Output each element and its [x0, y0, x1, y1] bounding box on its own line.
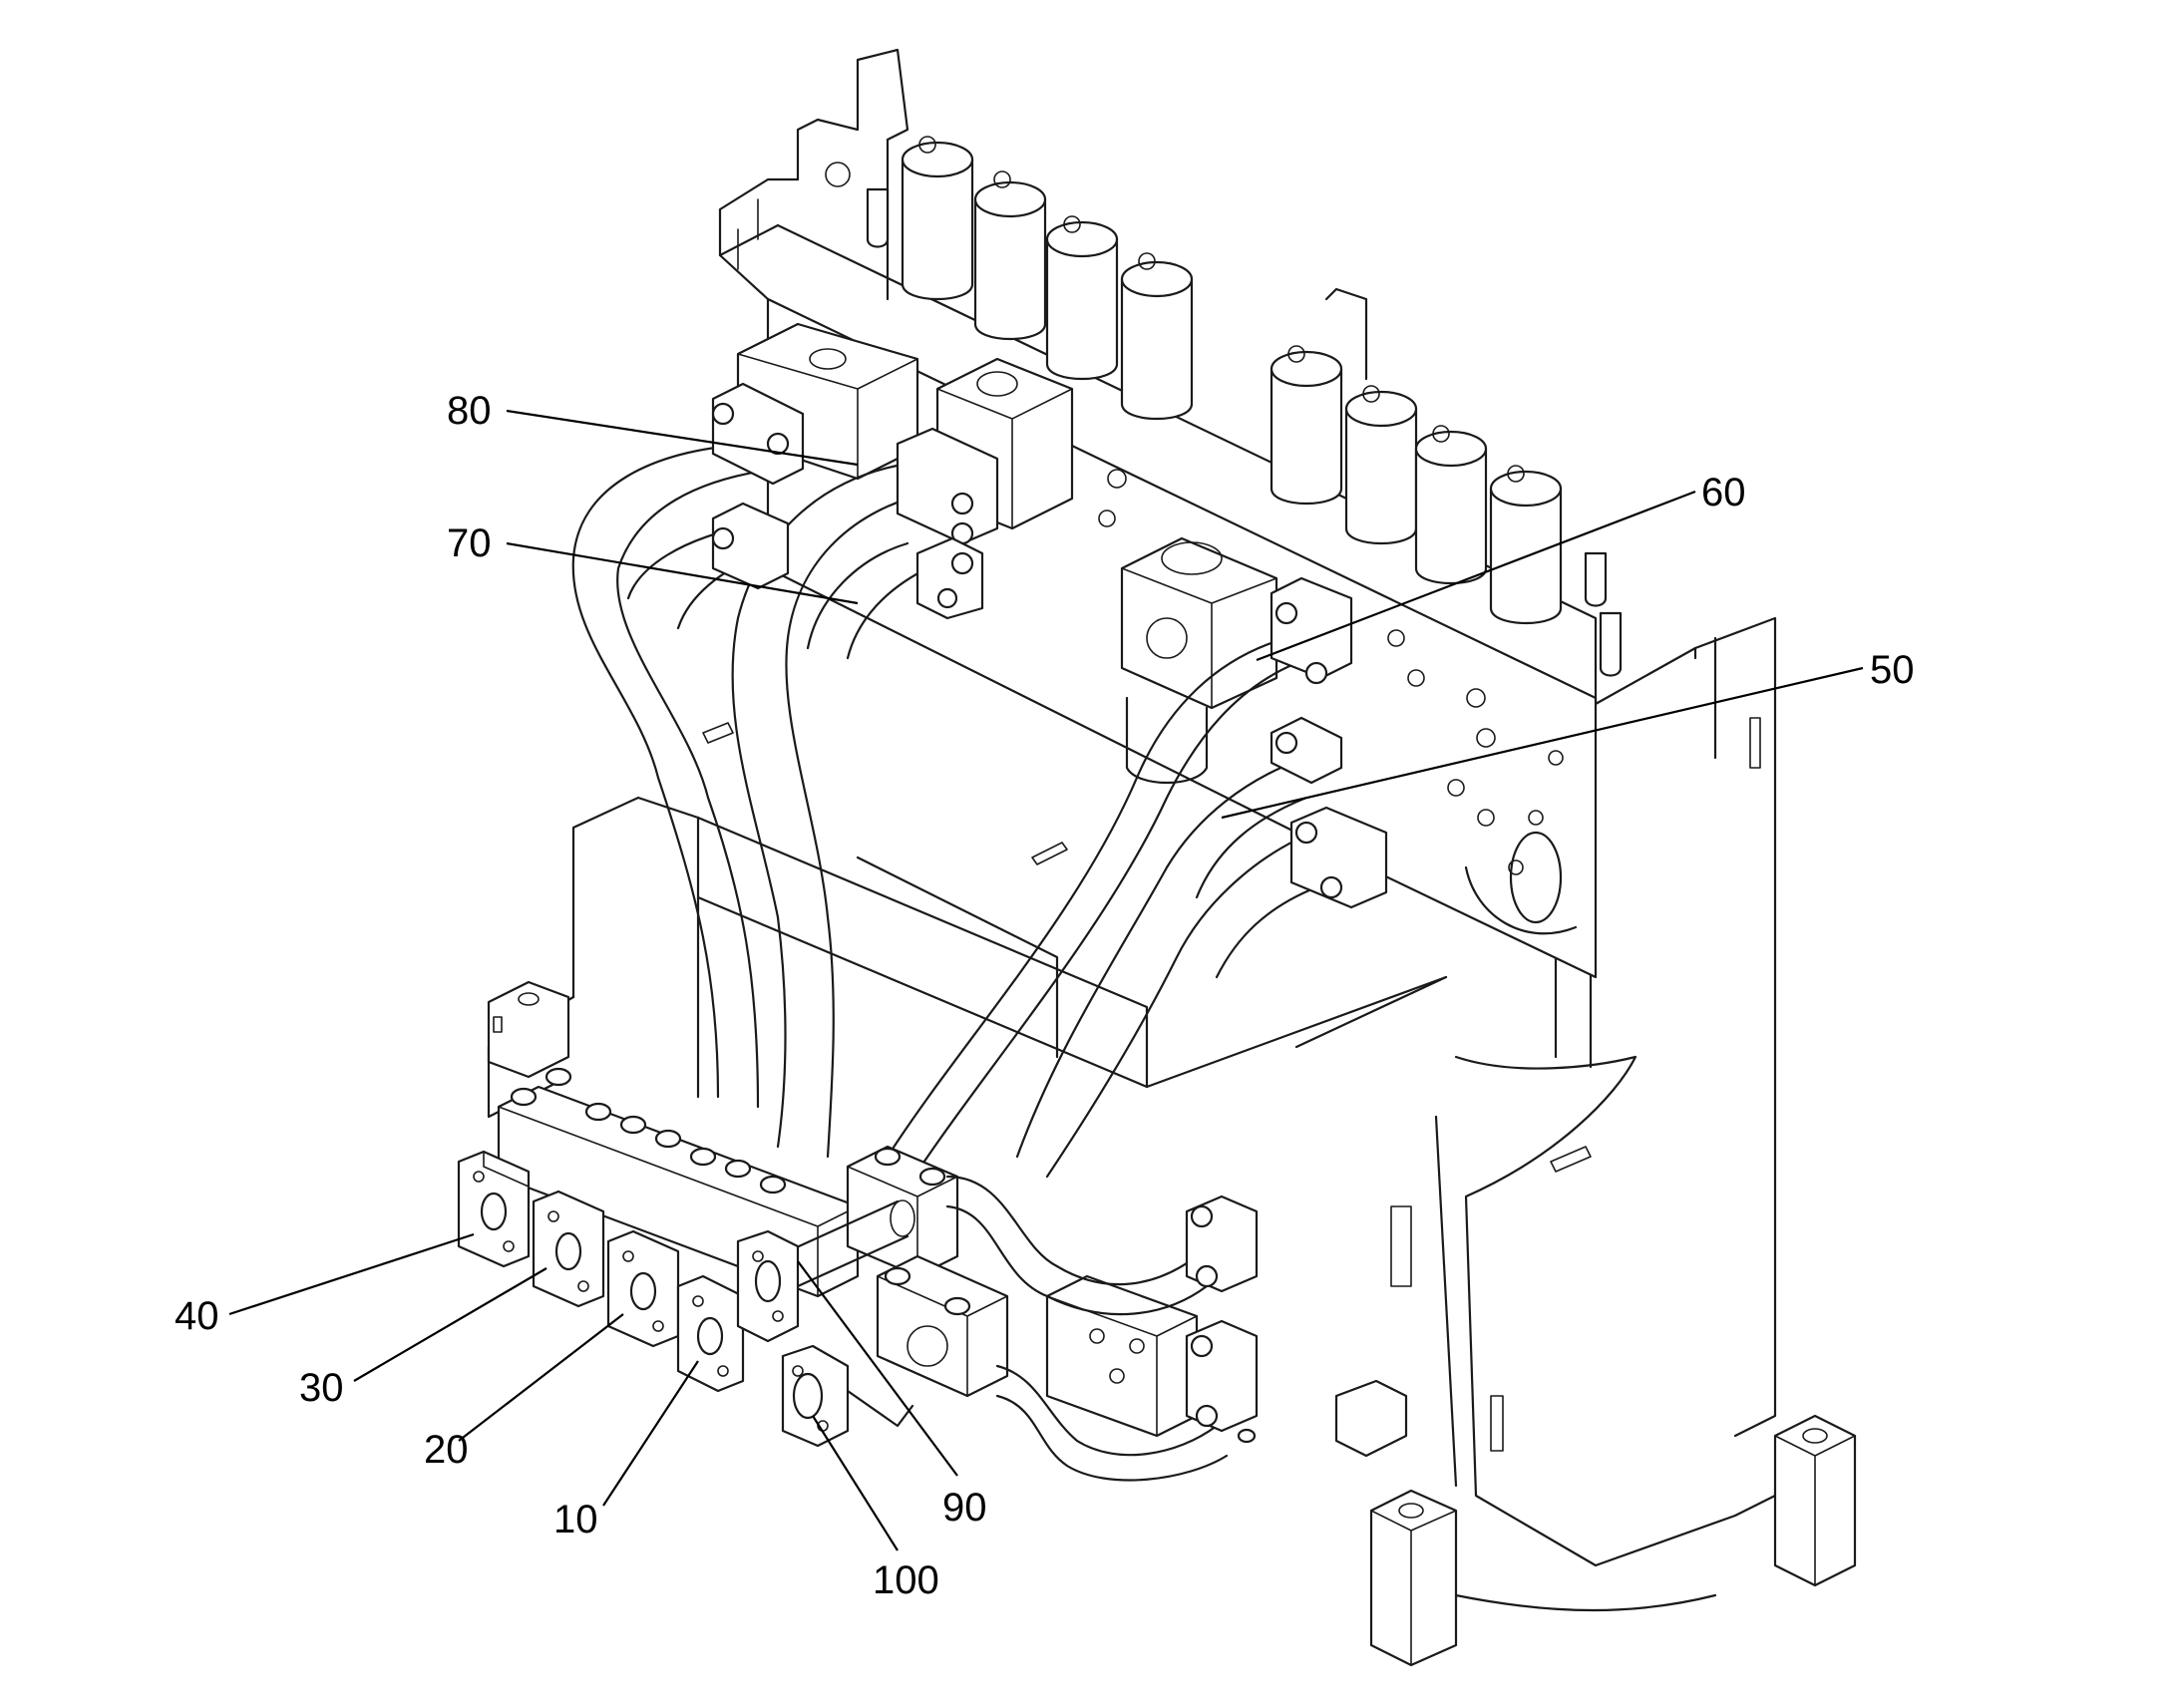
- solenoid-row-upper: [901, 136, 1194, 420]
- leader-40: [228, 1232, 475, 1316]
- callout-40: 40: [175, 1294, 219, 1338]
- callout-labels: 80 70 60 50 40 30 20 10 90 100: [175, 389, 1915, 1602]
- callout-60: 60: [1701, 471, 1746, 514]
- pipe-60: [886, 636, 1298, 1174]
- flange-top-left: [711, 382, 999, 620]
- leader-60: [1256, 490, 1696, 662]
- callout-90: 90: [942, 1486, 987, 1530]
- port-flange-20: [606, 1229, 680, 1348]
- leader-50: [1221, 666, 1864, 820]
- flange-right-upper: [1270, 576, 1388, 909]
- leader-90: [797, 1260, 958, 1477]
- leader-30: [353, 1267, 547, 1382]
- leader-70: [506, 541, 859, 605]
- leader-80: [506, 409, 859, 467]
- valve-manifold: [736, 136, 1623, 979]
- port-flange-30: [532, 1190, 605, 1308]
- callout-50: 50: [1870, 648, 1915, 692]
- port-flange-40: [457, 1150, 531, 1268]
- machine-frame: [487, 48, 1857, 1667]
- port-flange-10: [676, 1274, 745, 1393]
- leader-lines: [228, 409, 1864, 1551]
- callout-10: 10: [553, 1498, 598, 1541]
- solenoid-row-lower: [1270, 345, 1563, 624]
- callout-20: 20: [424, 1428, 469, 1472]
- callout-70: 70: [447, 521, 492, 565]
- pipe-50: [1015, 756, 1328, 1179]
- callout-30: 30: [299, 1366, 344, 1410]
- lower-return-pipes: [945, 1175, 1259, 1482]
- pipe-70: [731, 462, 929, 1159]
- port-flange-100: [781, 1344, 914, 1448]
- leader-20: [458, 1313, 624, 1442]
- callout-80: 80: [447, 389, 492, 433]
- leader-10: [602, 1360, 699, 1507]
- callout-100: 100: [873, 1558, 939, 1602]
- leader-100: [812, 1415, 899, 1551]
- port-flange-90: [736, 1229, 800, 1343]
